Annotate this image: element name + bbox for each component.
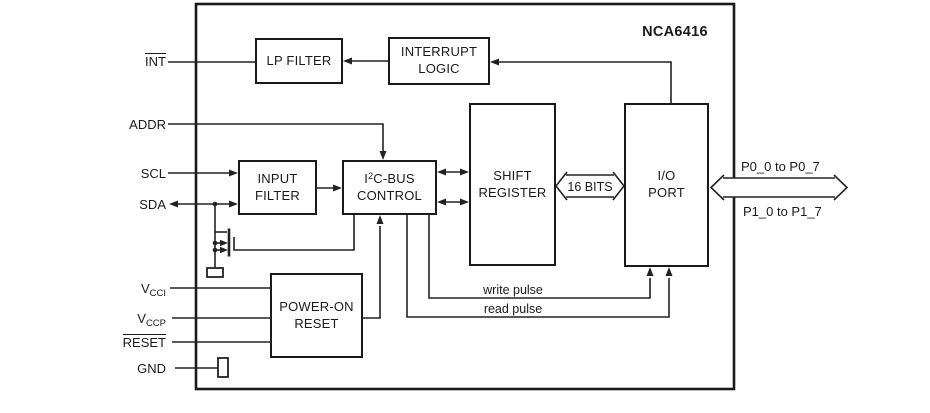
block-label: I2C-BUS [364,170,415,186]
block-label: INTERRUPT [400,44,478,60]
bus-arrow-ports [709,174,849,201]
write-pulse-label: write pulse [483,283,543,297]
wire-read-pulse [406,215,670,318]
block-label: RESET [294,315,339,331]
arrow-sda-into-inputfilter [229,200,238,208]
block-label: PORT [648,185,685,200]
bus-width-label: 16 BITS [567,180,613,194]
arrow-read-into-ioport [665,267,673,276]
arrow-into-intlogic [490,58,499,66]
block-label: LOGIC [418,61,460,76]
arrow-mosfet-2 [220,246,228,254]
port0-label: P0_0 to P0_7 [741,159,820,174]
port1-label: P1_0 to P1_7 [743,204,822,219]
arrow-shift-to-i2c-1 [437,168,446,176]
gnd-pin-symbol [217,357,229,378]
wire-ioport-to-intlogic [497,61,672,103]
resistor-symbol [206,267,224,278]
wire-por-to-i2c [363,226,381,319]
arrow-into-lpfilter [343,57,352,65]
arrow-addr-into-i2c [379,151,387,160]
block-label: INPUT [257,170,298,186]
arrow-i2c-to-shift-2 [460,198,469,206]
arrow-write-into-ioport [646,267,654,276]
arrow-mosfet-1 [220,239,228,247]
block-i2c-bus-control: I2C-BUS CONTROL [342,160,437,215]
chip-title: NCA6416 [642,24,708,40]
block-label: FILTER [254,187,301,203]
block-label: POWER-ON [279,298,354,314]
pin-label-sda: SDA [139,197,166,212]
pin-label-vccp: VCCP [137,311,166,329]
arrowheads [169,57,673,276]
block-label: CONTROL [357,187,422,203]
arrow-shift-to-i2c-2 [437,198,446,206]
block-label: SHIFT [493,167,532,183]
pin-label-gnd: GND [137,361,166,376]
read-pulse-label: read pulse [483,302,543,316]
arrow-scl-into-inputfilter [229,169,238,177]
block-shift-register: SHIFT REGISTER [469,103,556,266]
mosfet-gate-wire [233,215,355,251]
pin-label-int: INT [145,53,166,69]
pin-label-vcci: VCCI [140,281,166,299]
bus-arrow-16bits [554,171,626,201]
pin-label-addr: ADDR [129,117,166,132]
block-input-filter: INPUT FILTER [238,160,317,215]
block-io-port: I/O PORT [624,103,709,267]
junction-dots [212,201,218,253]
arrow-i2c-to-shift-1 [460,168,469,176]
arrow-into-i2c [333,184,342,192]
block-label: I/O [657,168,676,184]
block-label: LP FILTER [266,52,332,68]
wire-addr [168,123,384,154]
block-power-on-reset: POWER-ON RESET [270,273,363,358]
pin-label-reset: RESET [122,334,166,350]
block-label: REGISTER [478,184,547,200]
pin-label-scl: SCL [140,166,166,181]
wire-write-pulse [428,215,651,299]
block-lp-filter: LP FILTER [255,38,343,84]
arrow-sda-out [169,200,178,208]
block-interrupt-logic: INTERRUPT LOGIC [388,37,490,85]
arrow-por-into-i2c [376,215,384,224]
